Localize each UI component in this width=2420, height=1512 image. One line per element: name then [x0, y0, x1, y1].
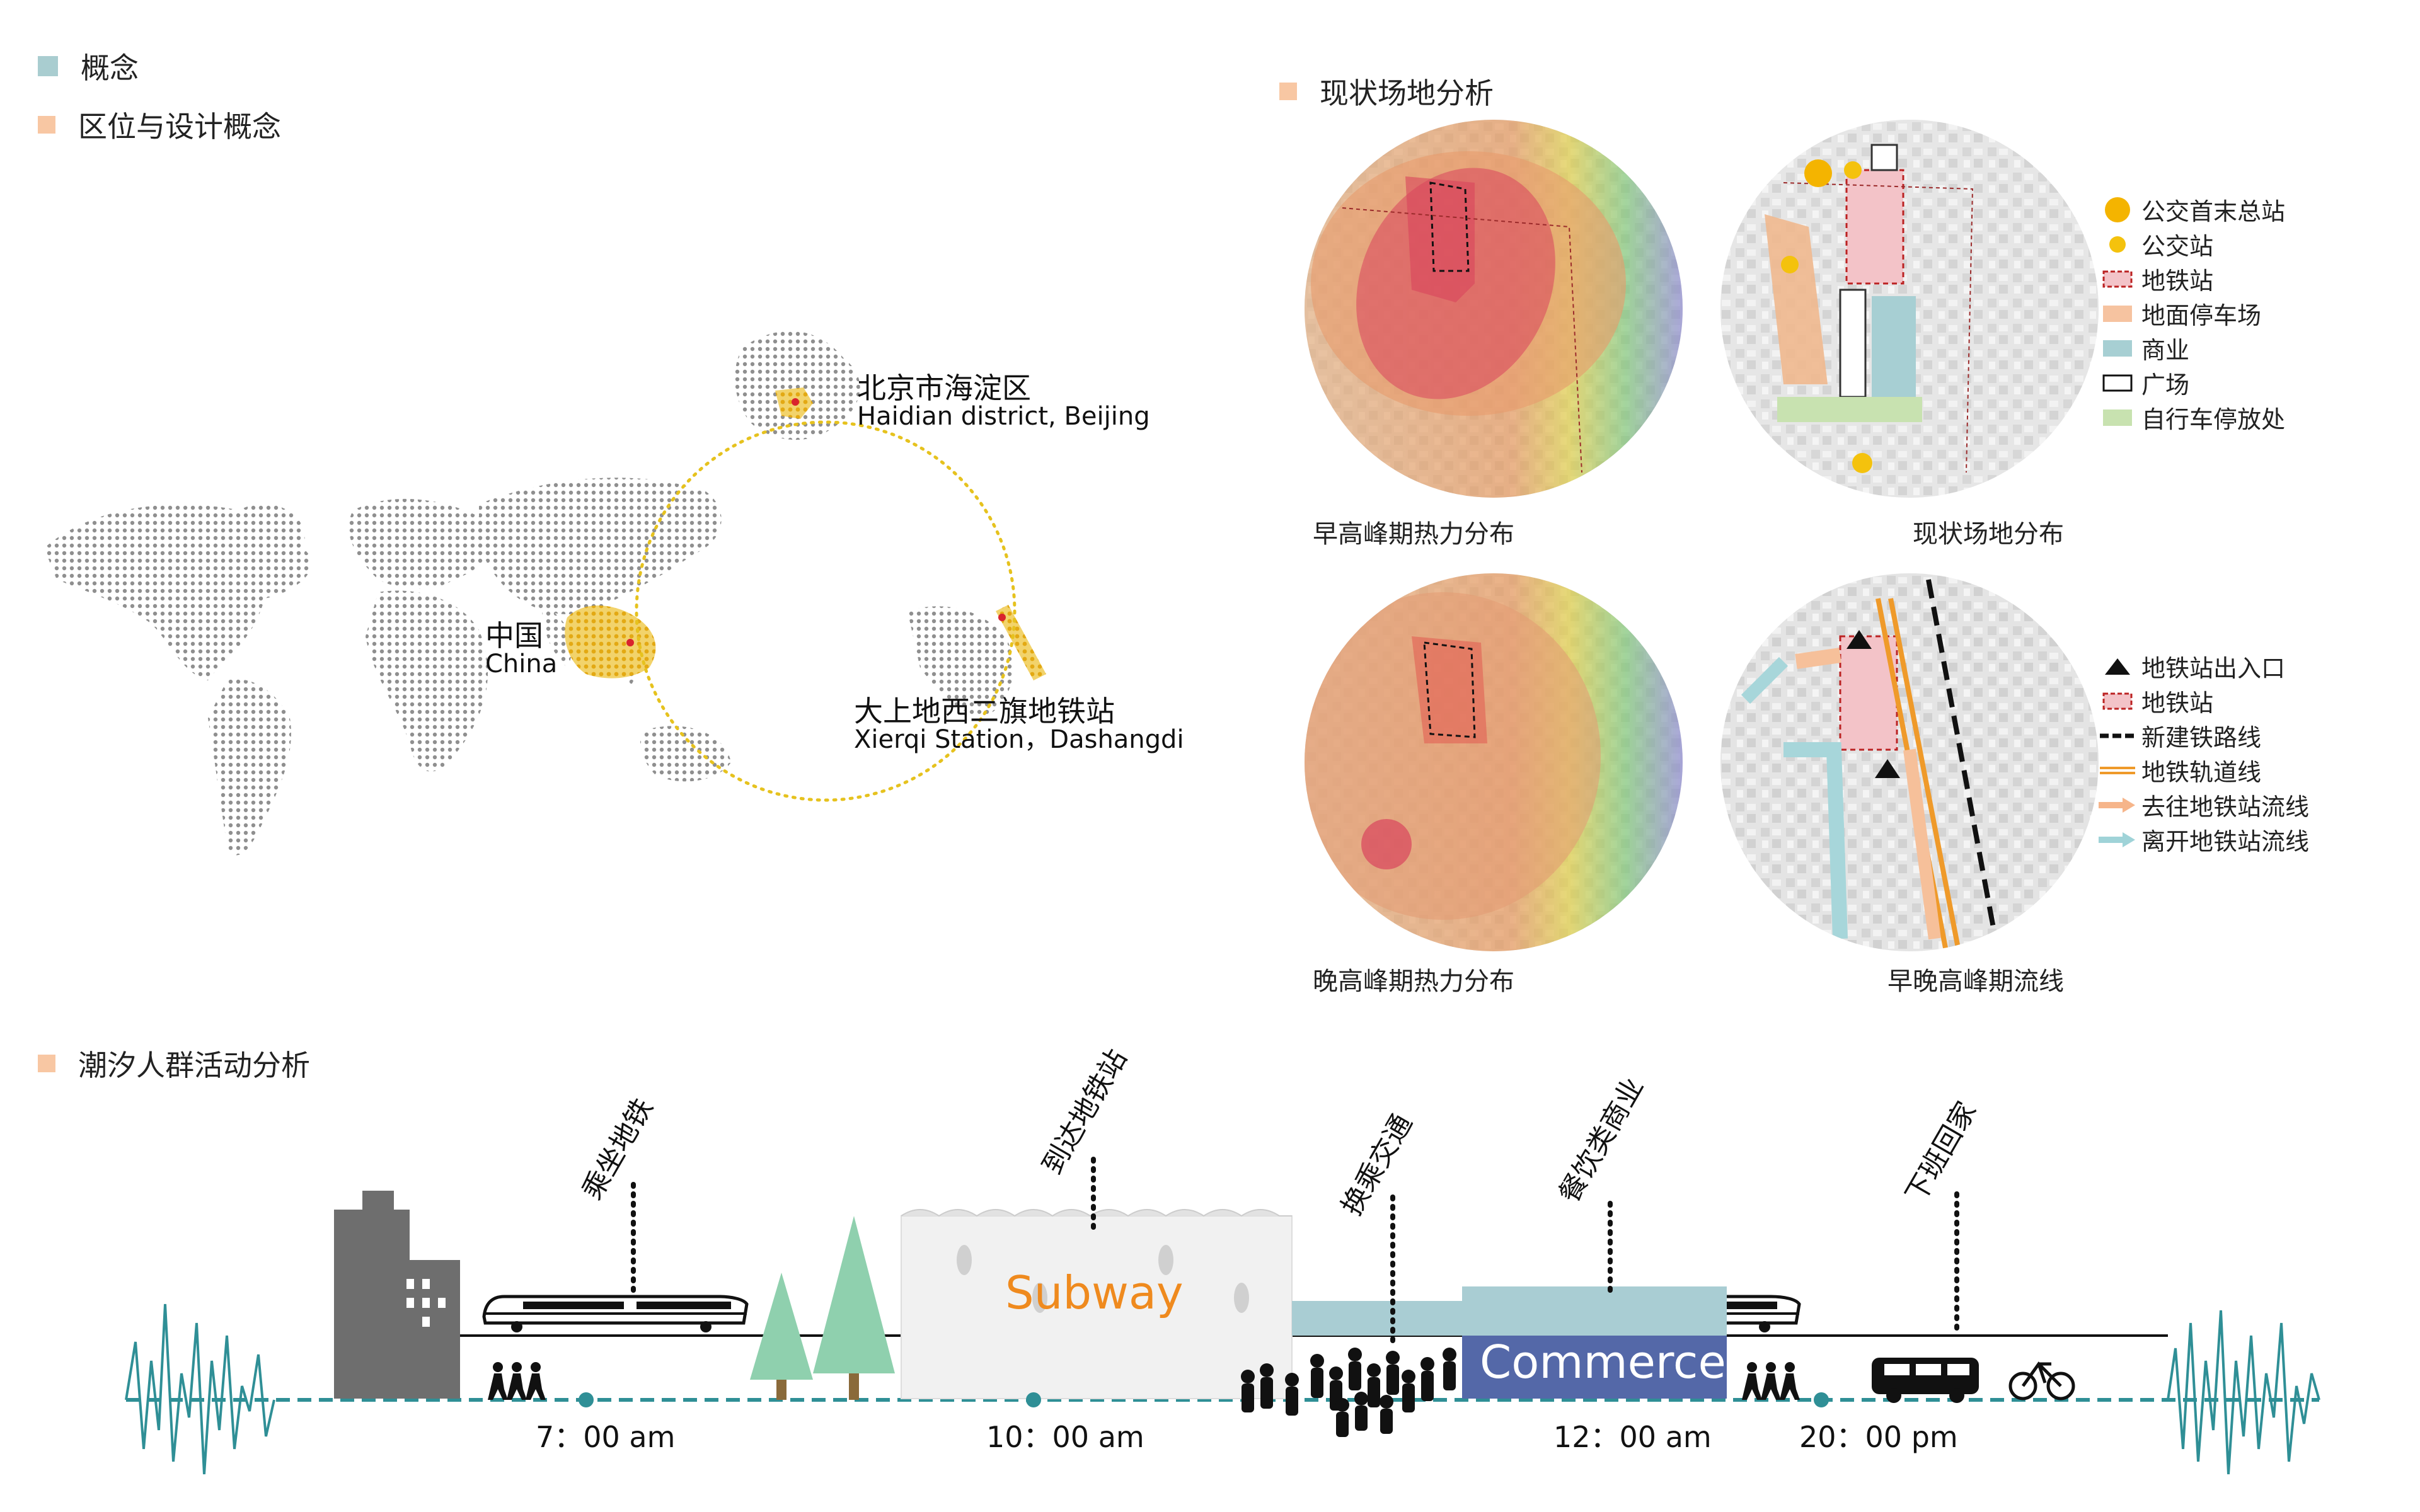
- new-rail-icon: [2099, 730, 2136, 742]
- label-china-en: China: [485, 650, 558, 679]
- label-haidian-cn: 北京市海淀区: [857, 371, 1031, 405]
- walkers-icon: [488, 1362, 1800, 1400]
- legend-label: 地面停车场: [2141, 302, 2262, 329]
- legend-item-subway-station: 地铁站: [2099, 684, 2309, 718]
- right-wave: [2167, 1310, 2320, 1475]
- section-square-icon: [38, 116, 55, 134]
- evening-heat-circle: [1305, 573, 1683, 951]
- caption-peak-flow: 早晚高峰期流线: [1887, 967, 2064, 996]
- legend-item-bus-terminal: 公交首末总站: [2099, 192, 2285, 227]
- legend-label: 离开地铁站流线: [2141, 828, 2310, 856]
- heading-concept-label: 概念: [81, 51, 139, 85]
- section-square-icon: [38, 1055, 55, 1072]
- caption-current-site: 现状场地分布: [1913, 520, 2064, 549]
- xierqi-marker: [998, 614, 1006, 621]
- haidian-marker: [792, 398, 799, 406]
- heading-location-label: 区位与设计概念: [78, 110, 281, 144]
- tree-icon: [750, 1216, 895, 1400]
- connection-dotted-circle: [635, 420, 1017, 802]
- label-xierqi-en: Xierqi Station，Dashangdi: [854, 725, 1184, 755]
- label-haidian-en: Haidian district, Beijing: [857, 402, 1150, 432]
- peak-flow-circle: [1720, 573, 2099, 951]
- label-xierqi: 大上地西二旗地铁站 Xierqi Station，Dashangdi: [854, 696, 1184, 753]
- caption-evening-heat: 晚高峰期热力分布: [1313, 967, 1514, 996]
- legend-flow: 地铁站出入口 地铁站 新建铁路线 地铁轨道线 去往地铁站流线 离开地铁站流线: [2099, 649, 2309, 857]
- legend-label: 地铁站出入口: [2141, 655, 2286, 682]
- left-wave: [125, 1303, 275, 1475]
- legend-item-bus-stop: 公交站: [2099, 227, 2285, 261]
- label-china: 中国 China: [485, 619, 558, 679]
- time-label: 10：00 am: [986, 1420, 1144, 1454]
- tidal-timeline-graphic: [125, 1157, 2320, 1475]
- label-china-cn: 中国: [485, 619, 543, 653]
- bike-parking-icon: [2099, 408, 2136, 427]
- label-haidian: 北京市海淀区 Haidian district, Beijing: [857, 373, 1150, 430]
- office-building-icon: [334, 1191, 460, 1399]
- legend-label: 自行车停放处: [2141, 406, 2286, 433]
- heading-tidal-label: 潮汐人群活动分析: [78, 1048, 310, 1082]
- commerce-icon: [2099, 339, 2136, 358]
- bus-icon: [1872, 1358, 1979, 1403]
- heading-site-analysis: 现状场地分析: [1279, 71, 1494, 112]
- china-marker: [626, 639, 634, 646]
- china-highlight: [565, 605, 656, 679]
- heading-concept: 概念: [38, 45, 139, 87]
- subway-label: Subway: [1005, 1266, 1184, 1319]
- legend-item-bike-parking: 自行车停放处: [2099, 400, 2285, 435]
- timeline-dots: [579, 1392, 1829, 1407]
- legend-item-parking: 地面停车场: [2099, 296, 2285, 331]
- bicycle-icon: [2008, 1361, 2075, 1400]
- commerce-building: [1292, 1286, 1727, 1399]
- time-label: 7：00 am: [536, 1420, 676, 1454]
- legend-label: 公交站: [2141, 232, 2214, 260]
- caption-morning-heat: 早高峰期热力分布: [1313, 520, 1514, 549]
- legend-label: 公交首末总站: [2141, 198, 2286, 226]
- from-station-flow-icon: [2099, 830, 2136, 849]
- legend-label: 去往地铁站流线: [2141, 793, 2310, 821]
- legend-item-commerce: 商业: [2099, 331, 2285, 365]
- legend-item-from-station-flow: 离开地铁站流线: [2099, 822, 2309, 857]
- legend-item-entrance: 地铁站出入口: [2099, 649, 2309, 684]
- world-map: [44, 331, 1013, 856]
- plaza-icon: [2099, 374, 2136, 392]
- legend-item-subway-track: 地铁轨道线: [2099, 753, 2309, 788]
- commerce-label: Commerce: [1480, 1336, 1726, 1389]
- morning-heat-circle: [1305, 120, 1683, 498]
- legend-item-to-station-flow: 去往地铁站流线: [2099, 788, 2309, 822]
- legend-item-subway-station: 地铁站: [2099, 261, 2285, 296]
- entrance-icon: [2099, 656, 2136, 677]
- to-station-flow-icon: [2099, 796, 2136, 815]
- subway-building: [901, 1209, 1293, 1399]
- time-label: 12：00 am: [1553, 1420, 1712, 1454]
- heading-tidal: 潮汐人群活动分析: [38, 1043, 310, 1084]
- site-diagrams: [1305, 120, 2099, 951]
- heading-location: 区位与设计概念: [38, 104, 281, 146]
- legend-label: 地铁轨道线: [2141, 759, 2262, 786]
- legend-site: 公交首末总站 公交站 地铁站 地面停车场 商业 广场 自行车停放处: [2099, 192, 2285, 435]
- legend-label: 地铁站: [2141, 267, 2214, 295]
- bus-stop-icon: [2099, 231, 2136, 258]
- subway-station-icon: [2099, 270, 2136, 289]
- legend-label: 商业: [2141, 336, 2190, 364]
- subway-track-icon: [2099, 764, 2136, 777]
- legend-item-new-rail: 新建铁路线: [2099, 718, 2309, 753]
- xierqi-highlight: [996, 605, 1046, 680]
- concept-square-icon: [38, 56, 58, 76]
- section-square-icon: [1279, 83, 1297, 100]
- label-xierqi-cn: 大上地西二旗地铁站: [854, 694, 1115, 728]
- train-icon: [482, 1295, 749, 1332]
- legend-label: 新建铁路线: [2141, 724, 2262, 752]
- heading-site-analysis-label: 现状场地分析: [1320, 76, 1494, 110]
- parking-icon: [2099, 304, 2136, 323]
- activity-connectors: [631, 1157, 1959, 1351]
- bus-terminal-icon: [2099, 196, 2136, 224]
- subway-station-icon: [2099, 692, 2136, 711]
- crowd-icon: [1241, 1348, 1456, 1437]
- legend-label: 地铁站: [2141, 689, 2214, 717]
- time-label: 20：00 pm: [1799, 1420, 1958, 1454]
- legend-label: 广场: [2141, 371, 2190, 399]
- current-site-circle: [1720, 120, 2099, 498]
- legend-item-plaza: 广场: [2099, 365, 2285, 400]
- world-map-graphic: [44, 331, 1046, 856]
